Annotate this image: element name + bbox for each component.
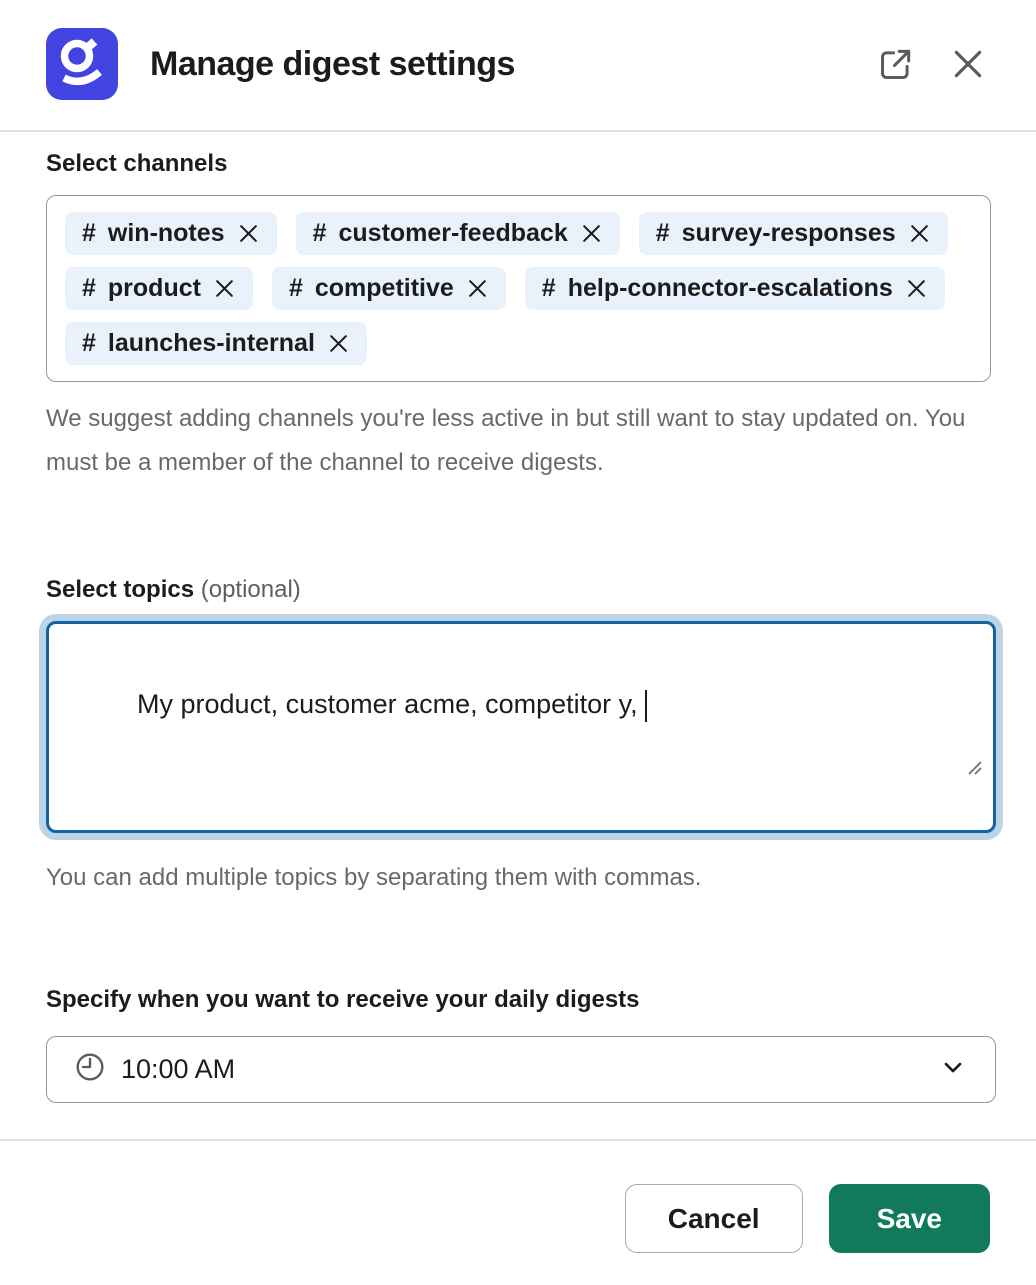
remove-channel-icon[interactable] xyxy=(466,277,489,300)
channel-chip: # launches-internal xyxy=(65,322,367,365)
remove-channel-icon[interactable] xyxy=(213,277,236,300)
modal-header: Manage digest settings xyxy=(0,0,1036,130)
save-button[interactable]: Save xyxy=(828,1184,990,1254)
modal-body: Select channels # win-notes # customer-f… xyxy=(0,132,1036,1139)
channel-hash-prefix: # xyxy=(655,219,670,247)
glean-logo-icon xyxy=(46,28,118,100)
channel-name: survey-responses xyxy=(681,219,896,247)
header-actions xyxy=(874,42,990,86)
channel-chip: # help-connector-escalations xyxy=(524,267,945,310)
modal-title: Manage digest settings xyxy=(150,44,515,83)
remove-channel-icon[interactable] xyxy=(327,332,350,355)
footer-divider xyxy=(0,1139,1036,1142)
channel-hash-prefix: # xyxy=(82,329,96,357)
channel-name: win-notes xyxy=(107,219,225,247)
channel-hash-prefix: # xyxy=(312,219,327,247)
topics-input[interactable]: My product, customer acme, competitor y, xyxy=(46,620,996,833)
remove-channel-icon[interactable] xyxy=(237,222,260,245)
topics-input-wrap: My product, customer acme, competitor y, xyxy=(46,620,996,833)
channel-chip: # competitive xyxy=(271,267,506,310)
chevron-down-icon xyxy=(939,1053,967,1086)
channel-hash-prefix: # xyxy=(541,274,556,302)
channel-name: help-connector-escalations xyxy=(567,274,893,302)
time-value: 10:00 AM xyxy=(121,1054,236,1085)
remove-channel-icon[interactable] xyxy=(905,277,928,300)
text-caret xyxy=(645,689,648,722)
close-icon[interactable] xyxy=(946,42,990,86)
channel-name: product xyxy=(107,274,201,302)
open-external-icon[interactable] xyxy=(874,42,918,86)
resize-handle[interactable] xyxy=(890,715,983,820)
header-divider xyxy=(0,130,1036,132)
channel-hash-prefix: # xyxy=(82,219,96,247)
topics-input-value: My product, customer acme, competitor y, xyxy=(137,688,646,719)
channel-chip: # survey-responses xyxy=(638,212,948,255)
select-channels-label: Select channels xyxy=(46,150,228,177)
select-topics-label: Select topics (optional) xyxy=(46,576,990,604)
channel-hash-prefix: # xyxy=(82,274,96,302)
channel-hash-prefix: # xyxy=(288,274,303,302)
clock-icon xyxy=(75,1052,105,1087)
optional-label: (optional) xyxy=(194,575,301,603)
cancel-button[interactable]: Cancel xyxy=(624,1184,803,1254)
remove-channel-icon[interactable] xyxy=(908,222,931,245)
time-select[interactable]: 10:00 AM xyxy=(46,1036,996,1104)
channels-helper-text: We suggest adding channels you're less a… xyxy=(46,405,966,477)
schedule-label: Specify when you want to receive your da… xyxy=(46,986,640,1014)
select-topics-label-text: Select topics xyxy=(46,575,195,603)
channel-chip: # product xyxy=(65,267,253,310)
channel-chip: # customer-feedback xyxy=(295,212,620,255)
channel-name: customer-feedback xyxy=(338,219,568,247)
topics-helper-text: You can add multiple topics by separatin… xyxy=(46,863,702,891)
remove-channel-icon[interactable] xyxy=(580,222,603,245)
modal-footer: Cancel Save xyxy=(0,1141,1036,1285)
channel-name: competitive xyxy=(314,274,454,302)
channel-name: launches-internal xyxy=(107,329,315,357)
channel-chips-container[interactable]: # win-notes # customer-feedback xyxy=(46,195,991,382)
channel-chip: # win-notes xyxy=(65,212,277,255)
